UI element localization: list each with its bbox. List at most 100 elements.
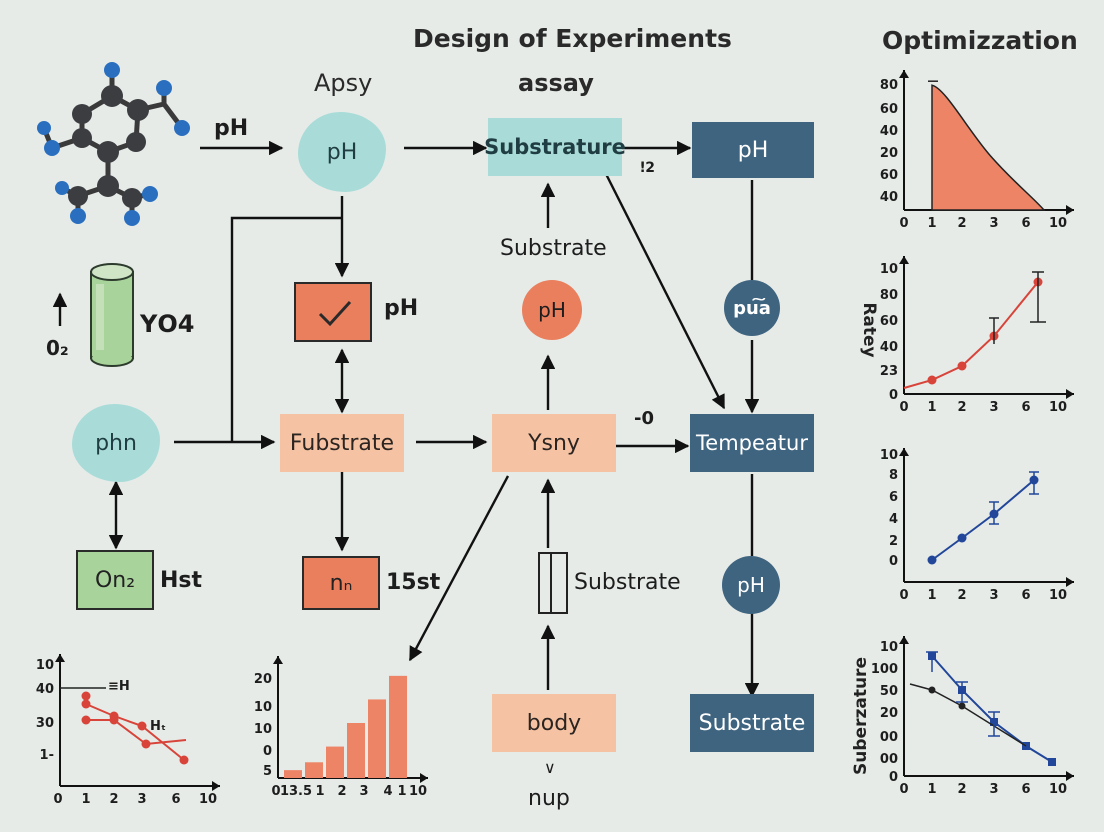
suberzature-ylabel: Suberzature (851, 657, 871, 775)
suberzature-ytick: 00 (880, 752, 898, 767)
blue-line-errbar (989, 501, 999, 525)
suberzature-point (958, 702, 966, 710)
assay-heading: assay (518, 69, 594, 97)
blue-line-errbar (1029, 471, 1039, 495)
blue-line-xtick: 0 (899, 588, 908, 603)
suberzature-ytick: 10 (880, 640, 898, 655)
rate-line-y-arrow (899, 256, 909, 264)
blue-line-axes (899, 448, 1074, 587)
ph-navy-circle[interactable]: pH (722, 556, 780, 614)
bottom-left-scatter-point (109, 715, 119, 725)
bottom-left-scatter-point (81, 715, 91, 725)
bottom-bar-bar (305, 762, 323, 778)
rate-line-ytick: 40 (880, 340, 898, 355)
cylinder-icon (90, 262, 134, 368)
bottom-left-scatter-xtick: 1 (81, 792, 90, 807)
bottom-bar-xtick: 13.5 (280, 784, 312, 799)
bottom-left-scatter-annotation: ≡H (108, 679, 130, 694)
rate-line-axes (899, 256, 1074, 399)
ph-navy-top-node[interactable]: pH (692, 122, 814, 178)
rate-line-xtick: 1 (927, 400, 936, 415)
check-box-node[interactable] (294, 282, 372, 342)
opt-area-y-arrow (899, 70, 909, 78)
blue-line-xtick: 3 (989, 588, 998, 603)
bottom-bar-y-arrow (273, 656, 283, 664)
blue-line-ytick: 0 (889, 554, 898, 569)
bottom-left-scatter-xtick: 0 (53, 792, 62, 807)
bottom-left-scatter-point (81, 691, 91, 701)
suberzature-xtick: 1 (927, 782, 936, 797)
suberzature-errbar (926, 651, 938, 672)
suberzature-ytick: 20 (880, 706, 898, 721)
opt-area-xtick: 6 (1021, 216, 1030, 231)
o2-label: 0₂ (46, 336, 69, 360)
rate-line-ytick: 0 (889, 388, 898, 403)
rate-line-xtick: 0 (899, 400, 908, 415)
bottom-bar-ytick: 20 (254, 672, 272, 687)
bottom-bar-xtick: 1 (397, 784, 406, 799)
opt-area-xtick: 1 (927, 216, 936, 231)
suberzature-xtick: 10 (1049, 782, 1067, 797)
rate-line-xtick: 6 (1021, 400, 1030, 415)
suberzature-point (928, 686, 936, 694)
bottom-left-scatter-annotation: Hₜ (150, 719, 166, 734)
ph-coral-circle[interactable]: pH (522, 280, 582, 340)
pua-circle[interactable]: pu͠a (724, 280, 780, 336)
blue-line-ytick: 4 (889, 512, 898, 527)
bottom-left-scatter-ytick: 1- (40, 748, 54, 763)
rate-line-series (903, 281, 1039, 389)
bottom-left-scatter-xtick: 3 (137, 792, 146, 807)
rate-line-xtick: 2 (957, 400, 966, 415)
bottom-left-scatter-point (179, 755, 189, 765)
bottom-bar-xtick: 10 (409, 784, 427, 799)
bottom-bar-xtick: 0 (271, 784, 280, 799)
opt-area-ytick: 40 (880, 124, 898, 139)
suberzature-series-a (931, 655, 1053, 763)
body-node[interactable]: body (492, 694, 616, 752)
bottom-bar-ytick: 5 (263, 764, 272, 779)
suberzature-errbar (956, 681, 968, 703)
opt-area-ytick: 40 (880, 190, 898, 205)
substrate-bottom-node[interactable]: Substrate (690, 694, 814, 752)
rate-line-ylabel: Ratey (859, 302, 879, 357)
fubstrate-node[interactable]: Fubstrate (280, 414, 404, 472)
suberzature-ytick: 50 (880, 684, 898, 699)
substrate-right-label: Substrate (574, 570, 681, 595)
rate-line-x-arrow (1066, 389, 1074, 399)
ph-blob-node[interactable]: pH (298, 112, 386, 192)
opt-area-ytick: 20 (880, 146, 898, 161)
bottom-left-scatter-axes (55, 654, 220, 791)
blue-line-xtick: 2 (957, 588, 966, 603)
rate-line-ytick: 23 (880, 364, 898, 379)
bottom-left-scatter-point (81, 699, 91, 709)
bottom-bar-bar (389, 675, 407, 778)
suberzature-xtick: 3 (989, 782, 998, 797)
blue-line-xtick: 1 (927, 588, 936, 603)
bottom-left-scatter-series-b (86, 719, 187, 746)
nn-node[interactable]: nₙ (302, 556, 380, 610)
apsy-heading: Apsy (314, 69, 373, 97)
hst-label: Hst (160, 568, 203, 593)
suberzature-ytick: 100 (871, 662, 898, 677)
opt-area-ytick: 80 (880, 78, 898, 93)
blue-line-ytick: 10 (880, 448, 898, 463)
bottom-left-scatter-x-arrow (212, 781, 220, 791)
on2-node[interactable]: On₂ (76, 550, 154, 610)
substrature-node[interactable]: Substrature (484, 118, 626, 176)
rate-line-errbar (1030, 271, 1046, 323)
ysny-node[interactable]: Ysny (492, 414, 616, 472)
blue-line-point (927, 555, 937, 565)
bottom-left-scatter-ytick: 10 (36, 658, 54, 673)
15st-label: 15st (386, 570, 441, 595)
phn-node[interactable]: phn (72, 404, 160, 482)
suberzature-point (1048, 758, 1056, 766)
suberzature-errbar (988, 711, 1000, 737)
blue-line-series (931, 479, 1035, 561)
blue-line-y-arrow (899, 448, 909, 456)
bottom-bar-xtick: 2 (337, 784, 346, 799)
suberzature-y-arrow (899, 636, 909, 644)
tempeatur-node[interactable]: Tempeatur (690, 414, 814, 472)
bottom-left-scatter-xtick: 6 (171, 792, 180, 807)
rect-glyph (538, 552, 568, 614)
